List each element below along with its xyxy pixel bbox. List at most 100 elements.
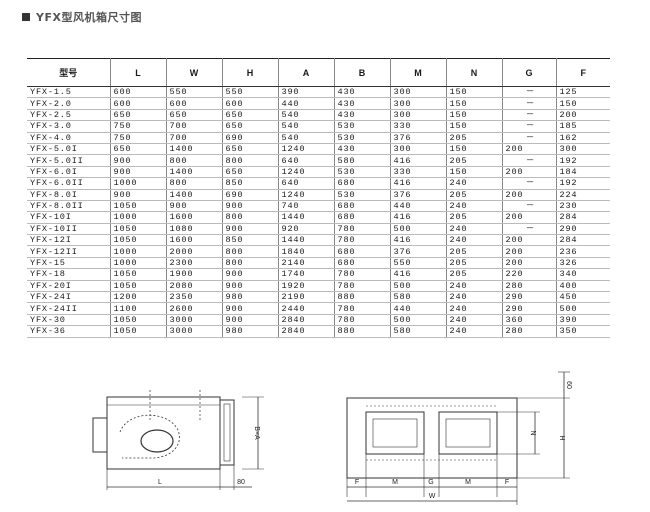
front-view-drawing [346,371,570,505]
table-cell: 340 [555,268,610,281]
table-cell: 1050 [109,325,166,338]
table-cell: 300 [389,109,446,122]
table-cell: 800 [165,177,222,190]
table-cell: 800 [221,257,278,270]
table-cell: 125 [555,86,610,99]
dim-label-W: W [429,493,436,500]
table-cell: 284 [555,234,610,247]
model-cell: YFX-8.0II [27,200,110,213]
table-cell: 330 [389,120,446,133]
table-cell: 240 [445,223,502,236]
table-cell: 230 [555,200,610,213]
table-cell: 600 [221,97,278,110]
table-cell: 540 [277,132,334,144]
table-cell: 1240 [277,143,334,156]
model-cell: YFX-10II [27,223,110,236]
dim-label-N: N [529,430,536,435]
table-cell: － [501,86,556,99]
table-cell: 150 [555,97,610,110]
table-cell: 290 [555,223,610,236]
table-cell: 900 [165,200,222,213]
column-header-9: F [555,58,610,87]
table-cell: 205 [445,257,502,270]
table-cell: 350 [555,325,610,338]
table-cell: 740 [277,200,334,213]
table-cell: 650 [221,143,278,156]
table-cell: 220 [501,268,556,281]
model-cell: YFX-2.0 [27,97,110,110]
table-cell: 280 [501,325,556,338]
column-header-4: A [277,58,334,87]
model-cell: YFX-30 [27,314,110,327]
table-cell: 800 [221,154,278,167]
table-cell: 800 [165,154,222,167]
model-cell: YFX-5.0II [27,154,110,167]
side-view-drawing [92,390,264,490]
dim-label-H: H [558,435,565,440]
page-title: YFX型风机箱尺寸图 [36,11,142,24]
table-cell: 980 [221,291,278,304]
column-header-3: H [221,58,278,87]
table-cell: 500 [389,314,446,327]
table-cell: 2600 [165,302,222,315]
table-cell: 330 [389,166,446,179]
table-cell: － [501,154,556,167]
table-cell: 780 [333,302,390,315]
table-cell: 1920 [277,280,334,293]
table-cell: 300 [389,143,446,156]
table-cell: 780 [333,234,390,247]
table-cell: 500 [389,280,446,293]
table-cell: 880 [333,291,390,304]
table-cell: 440 [277,97,334,110]
model-cell: YFX-10I [27,211,110,224]
dim-label-G: G [428,479,433,486]
header-bullet-icon [22,13,30,21]
table-cell: 850 [221,177,278,190]
table-cell: 400 [555,280,610,293]
dim-label-flange: 80 [237,479,245,486]
table-cell: 2840 [277,314,334,327]
dim-label-M-right: M [465,479,471,486]
table-cell: 640 [277,154,334,167]
model-cell: YFX-6.0I [27,166,110,179]
table-cell: 240 [445,234,502,247]
outlet-flange [219,399,235,466]
table-cell: 680 [333,177,390,190]
model-cell: YFX-12I [27,234,110,247]
table-cell: 650 [109,143,166,156]
table-cell: 280 [501,280,556,293]
table-cell: 2190 [277,291,334,304]
outlet-opening-left [365,411,425,455]
table-cell: 900 [221,268,278,281]
model-cell: YFX-36 [27,325,110,338]
table-cell: 1200 [109,291,166,304]
table-cell: 900 [109,189,166,201]
fan-impeller [140,429,174,453]
table-cell: 650 [221,120,278,133]
table-cell: 416 [389,268,446,281]
table-cell: 690 [221,132,278,144]
table-cell: 150 [445,166,502,179]
dim-label-BxA: B×A [253,426,260,440]
model-cell: YFX-3.0 [27,120,110,133]
table-cell: 700 [165,132,222,144]
model-cell: YFX-5.0I [27,143,110,156]
table-cell: 780 [333,268,390,281]
table-cell: 240 [445,200,502,213]
table-cell: 200 [501,245,556,258]
table-cell: 416 [389,234,446,247]
table-cell: 416 [389,177,446,190]
column-header-6: M [389,58,446,87]
table-cell: 680 [333,245,390,258]
table-cell: 300 [389,97,446,110]
table-cell: 980 [221,325,278,338]
